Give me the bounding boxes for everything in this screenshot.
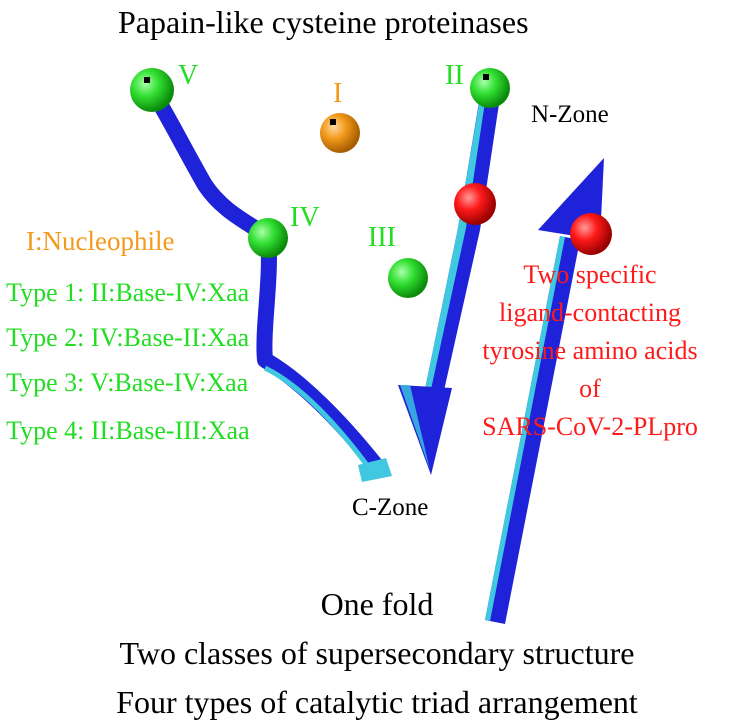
tyrosine-note-line-5: SARS-CoV-2-PLpro [482,412,698,441]
tyrosine-note-line-4: of [579,374,601,403]
residue-ii-sphere [470,68,510,108]
type-3-label: Type 3: V:Base-IV:Xaa [6,368,249,397]
type-4-label: Type 4: II:Base-III:Xaa [6,416,250,445]
type-1-label: Type 1: II:Base-IV:Xaa [6,278,250,307]
type-2-label: Type 2: IV:Base-II:Xaa [6,323,250,352]
nucleophile-label: I:Nucleophile [26,226,175,256]
footer-line-1: One fold [320,586,434,622]
residue-i-label: I [333,78,343,109]
page-title: Papain-like cysteine proteinases [118,4,529,40]
n-zone-label: N-Zone [531,101,609,128]
footer-line-2: Two classes of supersecondary structure [119,635,635,671]
tyrosine-note-line-2: ligand-contacting [499,298,681,327]
left-strand-end [358,458,392,482]
residue-v-label: V [178,60,199,91]
tyrosine-note-line-1: Two specific [523,260,657,289]
residue-v-sphere [130,68,174,112]
sphere-markers [144,74,489,125]
footer-line-3: Four types of catalytic triad arrangemen… [116,684,638,720]
residue-iii-sphere [388,258,428,298]
residue-i-sphere [320,113,360,153]
c-zone-label: C-Zone [352,494,429,521]
residue-iv-label: IV [290,202,320,233]
tyrosine-sphere-2 [570,213,612,255]
residue-ii-label: II [445,60,464,91]
middle-strand-arrow [398,78,502,475]
residue-iv-sphere [248,218,288,258]
tyrosine-note-line-3: tyrosine amino acids [482,336,698,365]
tyrosine-sphere-1 [454,183,496,225]
residue-iii-label: III [368,222,396,253]
